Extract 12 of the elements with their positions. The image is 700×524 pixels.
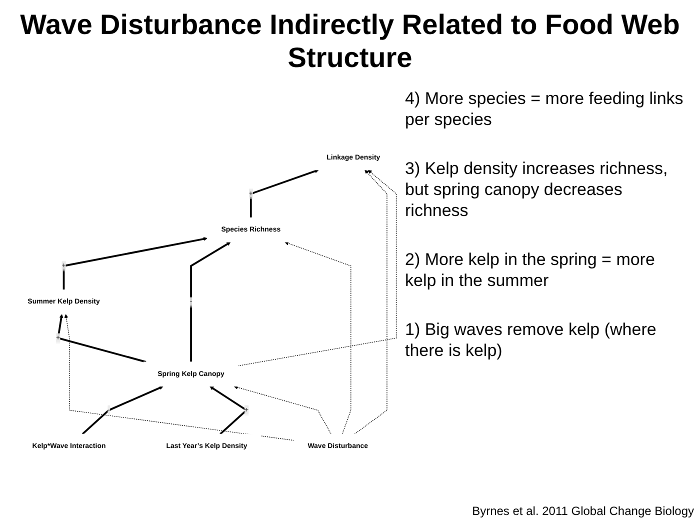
note-text: 1) Big waves remove kelp (where there is kelp) [405,319,658,361]
arrow [64,314,294,441]
note-text: 3) Kelp density increases richness, but spring canopy decreases richness [405,158,669,221]
note-text: 4) More species = more feeding links per species [405,88,684,130]
arrow [82,386,164,435]
citation: Byrnes et al. 2011 Global Change Biology [472,504,694,518]
arrow [234,385,332,434]
slide-title: Wave Disturbance Indirectly Related to Food Web Structure [20,8,680,74]
arrow [354,170,388,434]
arrow [284,241,352,434]
note-text: 2) More kelp in the spring = more kelp in the summer [405,249,656,291]
arrow [238,170,397,366]
